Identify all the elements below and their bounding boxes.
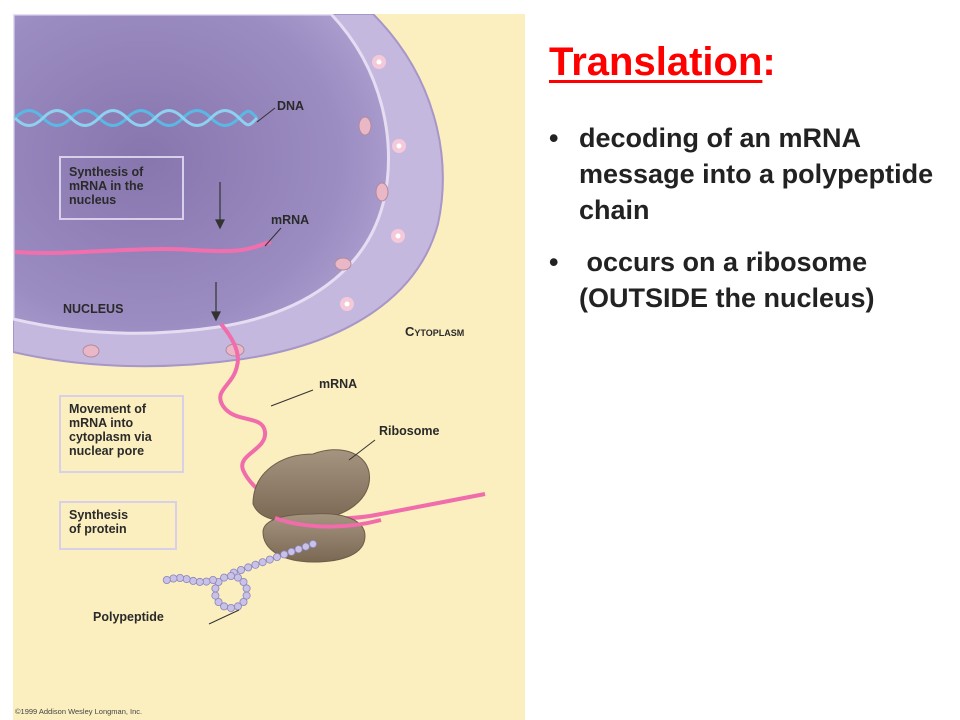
bullet-item: • decoding of an mRNA message into a poly… <box>549 120 949 228</box>
synthesis-protein-line-2: of protein <box>69 522 127 536</box>
amino-acid-bead <box>208 576 217 585</box>
synthesis-protein-box <box>59 501 177 550</box>
bullet-text: occurs on a ribosome (OUTSIDE the nucleu… <box>579 247 875 313</box>
amino-acid-bead <box>220 573 229 582</box>
movement-line-1: Movement of <box>69 402 147 416</box>
amino-acid-bead <box>226 604 235 613</box>
ribosome-leader-line <box>348 439 376 461</box>
dna-label: DNA <box>277 99 304 113</box>
mrna-lower-label: mRNA <box>319 377 357 391</box>
amino-acid-bead <box>233 573 242 582</box>
translation-diagram: DNA Synthesis of mRNA in the nucleus mRN… <box>13 14 525 720</box>
amino-acid-bead <box>272 553 281 562</box>
dna-leader-line <box>256 107 276 123</box>
svg-text:Movement of mRNA into: Movement of mRNA into cytoplasm via nucl… <box>69 402 155 458</box>
amino-acid-bead <box>195 577 204 586</box>
bullet-list: • decoding of an mRNA message into a poly… <box>549 120 949 332</box>
movement-line-4: nuclear pore <box>69 444 144 458</box>
mrna-top-label: mRNA <box>271 213 309 227</box>
svg-text:Synthesis of protein: Synthesis of protein <box>69 508 132 536</box>
nucleus-interior <box>13 14 390 335</box>
copyright-text: ©1999 Addison Wesley Longman, Inc. <box>15 707 142 716</box>
slide-title-word: Translation <box>549 40 763 84</box>
mrna-exiting-strand <box>218 322 486 521</box>
bullet-text: decoding of an mRNA message into a polyp… <box>579 123 934 225</box>
bullet-dot-icon: • <box>549 123 559 153</box>
amino-acid-bead <box>287 547 296 556</box>
synthesis-mrna-line-2: mRNA in the <box>69 179 144 193</box>
cytoplasm-label: Cytoplasm <box>405 324 464 339</box>
amino-acid-bead <box>280 550 289 559</box>
mrna-top-leader-line <box>264 227 282 247</box>
mrna-lower-leader-line <box>270 389 314 407</box>
dna-helix <box>13 109 259 127</box>
amino-acid-bead <box>202 577 211 586</box>
polypeptide-label: Polypeptide <box>93 610 164 624</box>
polypeptide-leader-line <box>208 609 240 625</box>
amino-acid-bead <box>239 578 248 587</box>
amino-acid-bead <box>211 591 220 600</box>
amino-acid-bead <box>182 575 191 584</box>
movement-line-3: cytoplasm via <box>69 430 153 444</box>
amino-acid-bead <box>189 576 198 585</box>
amino-acid-bead <box>244 563 253 572</box>
bullet-dot-icon: • <box>549 247 559 277</box>
synthesis-mrna-line-3: nucleus <box>69 193 116 207</box>
slide-title: Translation: <box>549 38 776 86</box>
svg-text:Synthesis of mRNA in the: Synthesis of mRNA in the nucleus <box>69 165 147 207</box>
movement-mrna-box <box>59 395 184 473</box>
amino-acid-bead <box>242 591 251 600</box>
amino-acid-bead <box>308 540 317 549</box>
amino-acid-bead <box>301 542 310 551</box>
amino-acid-bead <box>220 602 229 611</box>
amino-acid-bead <box>226 572 235 581</box>
nucleus-label: NUCLEUS <box>63 302 123 316</box>
amino-acid-bead <box>239 598 248 607</box>
amino-acid-bead <box>169 574 178 583</box>
amino-acid-bead <box>175 574 184 583</box>
flow-arrows <box>211 182 225 322</box>
amino-acid-bead <box>214 598 223 607</box>
amino-acid-bead <box>251 560 260 569</box>
synthesis-mrna-line-1: Synthesis of <box>69 165 144 179</box>
amino-acid-bead <box>211 584 220 593</box>
amino-acid-bead <box>258 558 267 567</box>
amino-acid-bead <box>233 602 242 611</box>
amino-acid-bead <box>242 584 251 593</box>
synthesis-mrna-box <box>59 156 184 220</box>
amino-acid-bead <box>294 545 303 554</box>
movement-line-2: mRNA into <box>69 416 133 430</box>
slide-title-colon: : <box>762 40 776 84</box>
mrna-nuclear-strand <box>14 240 272 255</box>
amino-acid-bead <box>265 555 274 564</box>
ribosome-label: Ribosome <box>379 424 439 438</box>
synthesis-protein-line-1: Synthesis <box>69 508 128 522</box>
amino-acid-bead <box>162 576 171 585</box>
bullet-item: • occurs on a ribosome (OUTSIDE the nucl… <box>549 244 949 316</box>
amino-acid-bead <box>236 566 245 575</box>
polypeptide-chain <box>162 540 317 613</box>
